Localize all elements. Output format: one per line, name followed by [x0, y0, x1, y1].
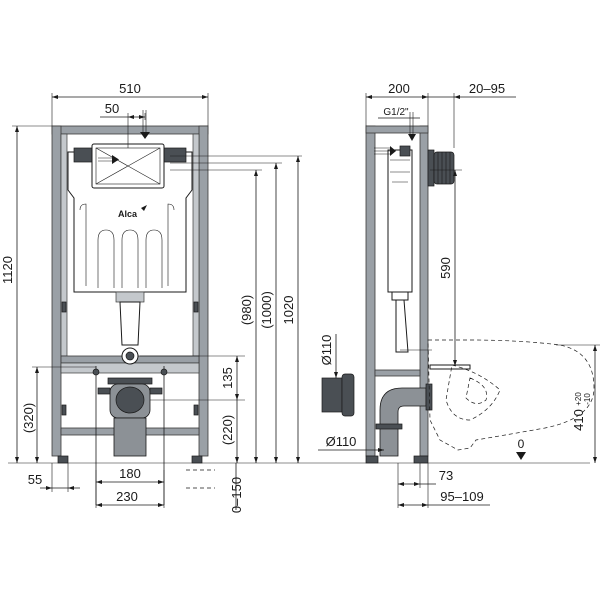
front-bolt-right — [193, 404, 199, 416]
front-top-rail — [51, 125, 209, 135]
side-mid-rail — [374, 369, 421, 377]
flush-outlet-center — [125, 351, 135, 361]
side-flush-plate — [433, 151, 455, 185]
dim-1120-label: 1120 — [0, 256, 15, 284]
side-dimensions: 200 G1/2" 20–95 590 Ø110 Ø110 73 95–109 — [318, 81, 600, 508]
dim-220-label: (220) — [220, 415, 235, 445]
dim-220-arrow — [235, 457, 239, 463]
dim-180-label: 180 — [119, 466, 141, 481]
dim-20-95-arrow — [454, 95, 460, 99]
dim-dia110-top-arrow — [334, 372, 338, 378]
side-back-upright — [365, 125, 376, 457]
dim-55-label: 55 — [28, 472, 42, 487]
dim-980-label: (980) — [239, 295, 254, 325]
brand-logo-text: Alca — [118, 209, 138, 219]
dim-95-109-label: 95–109 — [440, 489, 483, 504]
front-bolt-left — [61, 404, 67, 416]
drain-support-left — [97, 387, 111, 395]
dim-73-label: 73 — [439, 468, 453, 483]
toilet-bowl — [445, 364, 501, 421]
side-plate-ribs — [437, 152, 451, 184]
side-down-arrow — [408, 134, 416, 141]
dim-200-label: 200 — [388, 81, 410, 96]
side-cistern — [387, 149, 413, 293]
side-down-lines — [409, 112, 414, 136]
side-inlet-arrow — [390, 146, 396, 156]
side-top-rail — [365, 125, 429, 134]
toilet-trap — [465, 377, 487, 404]
dim-73-arrows — [398, 482, 420, 486]
front-bolt-right-upper — [193, 301, 199, 313]
front-dimensions: 510 50 1120 (320) 55 180 230 — [0, 81, 302, 513]
flush-pipe — [119, 301, 141, 346]
side-front-foot — [413, 455, 429, 464]
bolt-right-head — [160, 368, 168, 376]
dim-320-label: (320) — [21, 403, 36, 433]
front-left-upright — [51, 125, 62, 457]
dim-1000-label: (1000) — [259, 291, 274, 329]
front-bolt-left-upper — [61, 301, 67, 313]
drain-socket — [115, 386, 145, 414]
dia110-fitting-body — [321, 377, 343, 413]
side-pipe-collar — [391, 291, 409, 301]
bolt-left-head — [92, 368, 100, 376]
dia110-fitting-collar — [341, 373, 355, 417]
side-bolt — [429, 364, 471, 370]
side-drain-elbow — [379, 387, 427, 457]
tank-side-ribs — [79, 203, 175, 286]
front-left-strut — [60, 133, 68, 357]
dim-dia110-bottom-label: Ø110 — [326, 434, 357, 449]
dim-50-label: 50 — [105, 101, 119, 116]
dim-230-label: 230 — [116, 489, 138, 504]
side-view — [321, 112, 595, 464]
drain-clamp — [107, 377, 153, 385]
front-right-upright — [198, 125, 209, 457]
dim-0-150-label: 0–150 — [229, 477, 244, 513]
floor-zero-marker — [516, 452, 526, 460]
dim-50-arrows — [128, 115, 145, 119]
flush-plate-cross — [95, 147, 161, 185]
side-inlet-lines — [374, 147, 390, 155]
dim-55-arrows — [46, 486, 74, 490]
water-inlet-arrow — [140, 132, 150, 139]
dim-valve-label: G1/2" — [383, 107, 409, 118]
dim-510-label: 510 — [119, 81, 141, 96]
dim-410-tol-minus: -10 — [583, 393, 592, 405]
toilet-outline — [427, 339, 595, 451]
dim-95-109-arrows — [398, 503, 428, 507]
dim-590-label: 590 — [438, 257, 453, 279]
inlet-wave — [98, 157, 112, 162]
side-back-foot — [365, 455, 379, 464]
tank-flute-3 — [145, 229, 163, 288]
side-plate-base — [427, 149, 435, 187]
dim-1020-label: 1020 — [281, 296, 296, 325]
side-valve — [399, 145, 411, 157]
floor-zero-label: 0 — [518, 437, 525, 451]
drain-support-right — [149, 387, 163, 395]
side-drain-clamp — [375, 423, 403, 430]
brand-logo-mark — [141, 205, 147, 211]
side-flush-pipe — [395, 299, 409, 353]
dim-20-95-label: 20–95 — [469, 81, 505, 96]
front-left-foot — [57, 455, 69, 464]
side-drain-flange — [425, 383, 433, 411]
water-inlet-lines — [142, 110, 147, 132]
dim-dia110-top-label: Ø110 — [319, 335, 334, 366]
flush-pipe-collar — [115, 291, 145, 303]
front-view: Alca — [8, 110, 590, 505]
dim-410-tol-plus: +20 — [574, 392, 583, 406]
front-right-foot — [191, 455, 203, 464]
inlet-arrow — [112, 155, 119, 164]
dim-135-label: 135 — [220, 367, 235, 389]
dim-dia110-bottom-arrow — [378, 448, 384, 452]
drain-pipe — [113, 417, 147, 457]
front-right-strut — [192, 133, 200, 357]
side-cistern-ribs — [390, 159, 410, 183]
tank-flute-1 — [97, 229, 115, 288]
dim-410-label: 410 — [571, 409, 586, 431]
tank-flute-2 — [121, 229, 139, 288]
